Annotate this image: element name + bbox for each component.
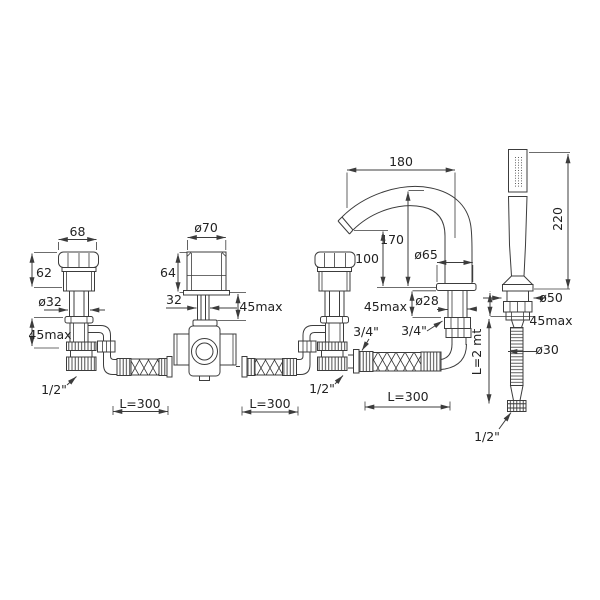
dim-label: 3/4"	[353, 324, 379, 339]
dim-left-valve-stem: ø32	[38, 294, 105, 313]
dim-label: 100	[355, 251, 379, 266]
dim-shower-hose-thread: 1/2"	[474, 412, 512, 444]
dim-label: 45max	[529, 313, 572, 328]
dim-hose-valve-thread: 3/4"	[353, 324, 379, 351]
dim-label: 180	[389, 154, 413, 169]
dim-shower-deck: 45max	[487, 293, 573, 328]
dim-label: 32	[166, 292, 182, 307]
dim-label: ø30	[535, 342, 559, 357]
dim-label: ø28	[415, 293, 439, 308]
dim-label: 45max	[364, 299, 407, 314]
right-valve	[282, 251, 356, 376]
dim-diverter-height: 64	[160, 252, 187, 293]
dim-shower-hose-diameter: ø30	[508, 342, 559, 357]
dim-spout-height: 170	[380, 190, 424, 286]
dim-hose-spout-thread: 3/4"	[401, 320, 443, 338]
dim-label: 1/2"	[309, 381, 335, 396]
dim-spout-deck: 45max	[364, 290, 441, 318]
dim-label: 64	[160, 265, 176, 280]
dim-label: ø50	[539, 290, 563, 305]
flex-hose-spout	[348, 343, 467, 374]
dim-left-valve-width: 68	[58, 224, 97, 250]
dim-label: 1/2"	[41, 382, 67, 397]
spout	[337, 185, 477, 345]
dim-label: 220	[550, 207, 565, 231]
dim-hose1-length: L=300	[112, 396, 169, 415]
dim-label: L=300	[387, 389, 428, 404]
dim-spout-shank: ø28	[415, 293, 477, 312]
dim-label: 45max	[28, 327, 71, 342]
dim-left-valve-deck: 45max	[28, 317, 72, 349]
dim-label: ø32	[38, 294, 62, 309]
dim-spout-outlet-height: 100	[354, 230, 436, 288]
dim-label: 3/4"	[401, 323, 427, 338]
dim-right-valve-thread: 1/2"	[309, 375, 344, 396]
dim-label: L=300	[249, 396, 290, 411]
dim-label: 170	[380, 232, 404, 247]
flex-hose-left	[130, 356, 173, 378]
dim-label: L=2 mt	[469, 329, 484, 376]
left-valve	[58, 251, 132, 376]
flex-hose-middle	[241, 356, 283, 378]
dim-spout-reach: 180	[346, 154, 456, 238]
dim-label: 1/2"	[474, 429, 500, 444]
dim-label: 45max	[239, 299, 282, 314]
dim-spout-base: ø65	[414, 247, 474, 282]
dim-hose3-length: L=300	[364, 389, 451, 411]
dim-label: ø65	[414, 247, 438, 262]
diverter-valve	[173, 251, 242, 381]
dim-diverter-stem: 32	[166, 292, 237, 311]
dim-hose2-length: L=300	[241, 396, 299, 416]
dim-label: 62	[36, 265, 52, 280]
dim-label: 68	[70, 224, 86, 239]
dim-label: L=300	[119, 396, 160, 411]
dim-shower-base: ø50	[483, 290, 563, 305]
hand-shower	[501, 149, 534, 412]
dim-left-valve-thread: 1/2"	[41, 376, 77, 397]
dim-shower-hose-length: L=2 mt	[469, 319, 492, 404]
dim-diverter-deck: 45max	[217, 292, 283, 321]
dim-diverter-diameter: ø70	[187, 220, 227, 250]
dim-left-valve-height: 62	[29, 252, 62, 288]
dim-label: ø70	[194, 220, 218, 235]
dim-shower-height: 220	[529, 152, 571, 290]
